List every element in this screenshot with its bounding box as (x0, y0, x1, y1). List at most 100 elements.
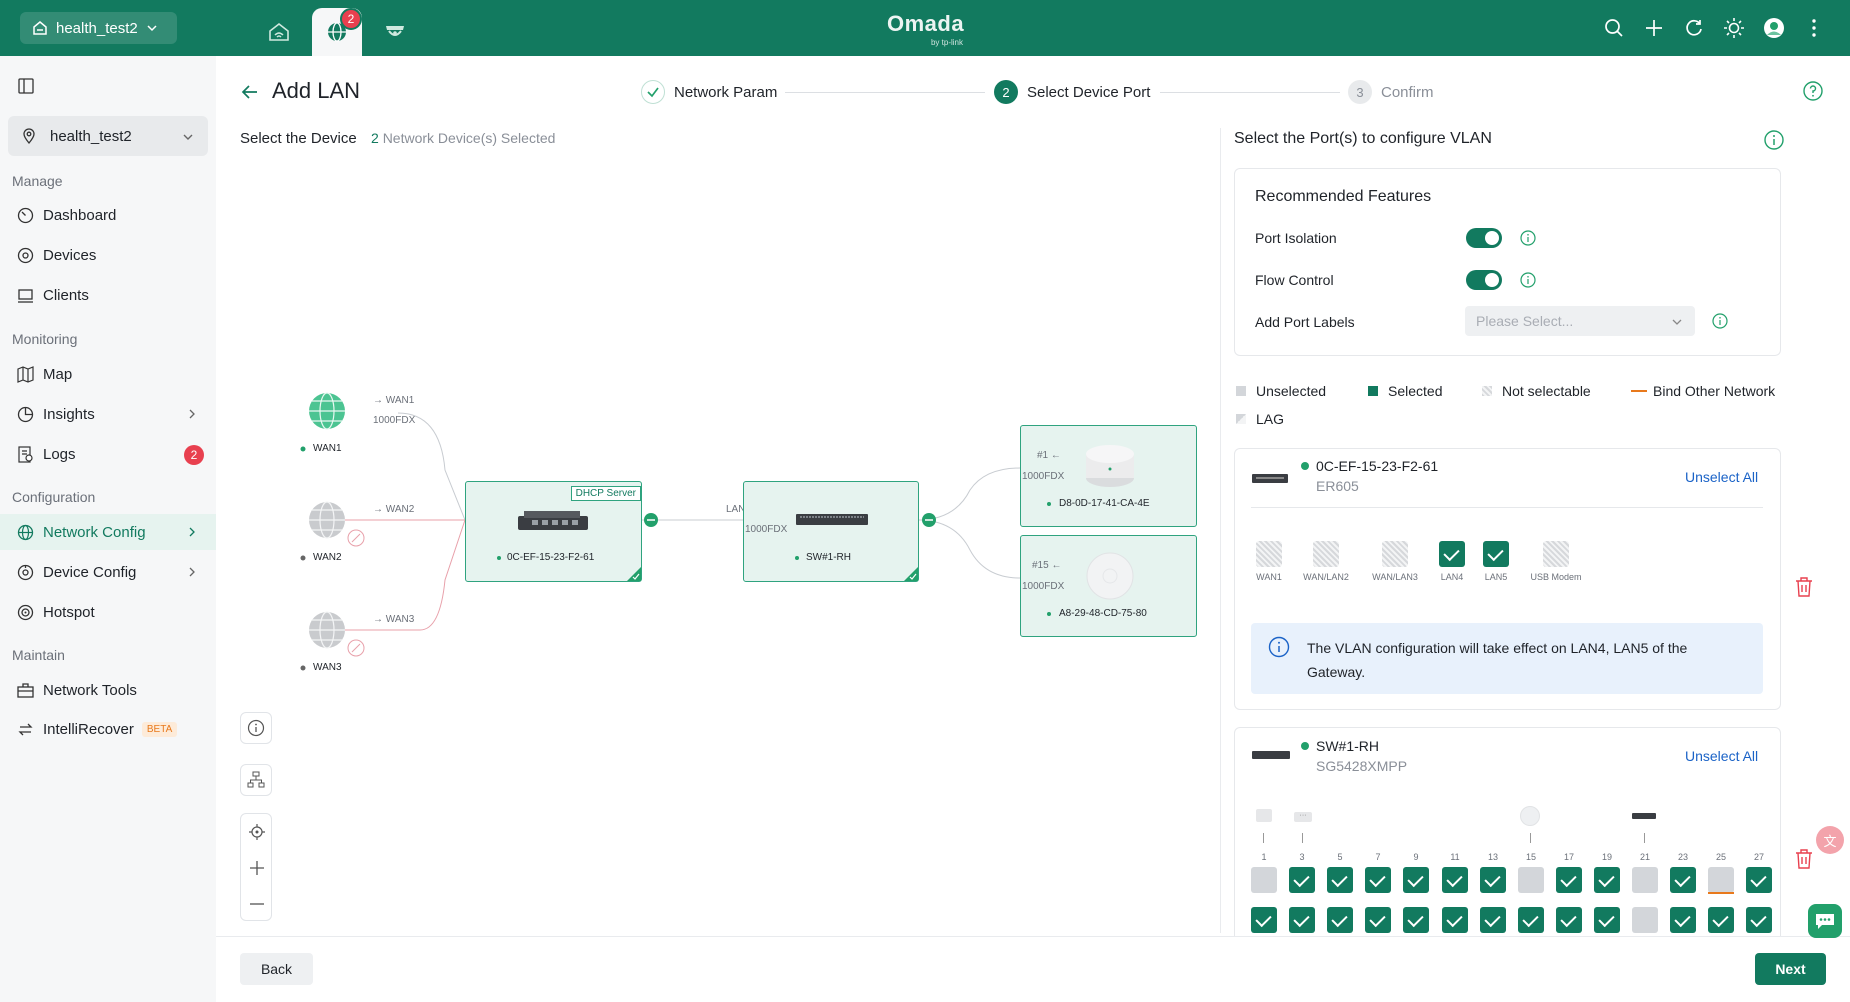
sidebar-item-dashboard[interactable]: Dashboard (0, 197, 216, 233)
add-icon[interactable] (1642, 16, 1666, 40)
zoom-in-icon[interactable] (248, 859, 266, 881)
sidebar-item-clients[interactable]: Clients (0, 277, 216, 313)
search-icon[interactable] (1602, 16, 1626, 40)
gateway-port-lan4[interactable] (1439, 541, 1465, 567)
info-icon[interactable] (1764, 130, 1784, 150)
theme-icon[interactable] (1722, 16, 1746, 40)
refresh-icon[interactable] (1682, 16, 1706, 40)
port-labels-select[interactable]: Please Select... (1465, 306, 1695, 336)
help-icon[interactable] (1803, 81, 1823, 101)
select-placeholder: Please Select... (1476, 313, 1574, 329)
switch-port-even[interactable] (1251, 907, 1277, 933)
switch-port-even[interactable] (1403, 907, 1429, 933)
switch-port-even[interactable] (1708, 907, 1734, 933)
switch-node[interactable]: 1000FDX SW#1-RH (743, 481, 919, 582)
ap-node-1[interactable]: #1 ← 1000FDX D8-0D-17-41-CA-4E (1020, 425, 1197, 527)
translate-icon[interactable]: 文 (1816, 826, 1844, 854)
info-icon[interactable] (1520, 230, 1536, 246)
site-selector[interactable]: health_test2 (20, 12, 177, 44)
connected-switch-icon (1632, 813, 1656, 819)
switch-port-odd[interactable] (1480, 867, 1506, 893)
tab-surveillance[interactable] (370, 8, 420, 56)
port-isolation-label: Port Isolation (1255, 230, 1337, 246)
more-icon[interactable] (1802, 16, 1826, 40)
sidebar-item-label: Network Config (43, 523, 146, 541)
sidebar-toggle-icon[interactable] (18, 78, 34, 94)
sidebar-item-hotspot[interactable]: Hotspot (0, 594, 216, 630)
chat-icon[interactable] (1808, 904, 1842, 938)
gateway-node[interactable]: DHCP Server 0C-EF-15-23-F2-61 (465, 481, 642, 582)
link-speed-label: 1000FDX (745, 524, 788, 535)
sidebar-item-insights[interactable]: Insights (0, 396, 216, 432)
switch-port-even[interactable] (1480, 907, 1506, 933)
legend-swatch (1236, 414, 1246, 424)
switch-port-odd[interactable] (1289, 867, 1315, 893)
switch-port-odd[interactable] (1556, 867, 1582, 893)
chevron-right-icon (188, 525, 196, 542)
back-button[interactable]: Back (240, 953, 313, 985)
info-icon (247, 719, 265, 737)
switch-port-odd[interactable] (1594, 867, 1620, 893)
switch-port-odd[interactable] (1251, 867, 1277, 893)
switch-port-odd[interactable] (1403, 867, 1429, 893)
gateway-port-lan5[interactable] (1483, 541, 1509, 567)
sidebar-item-label: Map (43, 365, 73, 383)
unselect-all-link[interactable]: Unselect All (1685, 748, 1759, 764)
sidebar-item-network-config[interactable]: Network Config (0, 514, 216, 550)
unselect-all-link[interactable]: Unselect All (1685, 469, 1759, 485)
sidebar-item-map[interactable]: Map (0, 356, 216, 392)
info-icon[interactable] (1520, 272, 1536, 288)
ap1-name: D8-0D-17-41-CA-4E (1059, 498, 1150, 509)
divider (1251, 507, 1763, 508)
delete-icon[interactable] (1795, 849, 1813, 869)
locate-icon[interactable] (248, 823, 266, 845)
switch-port-odd[interactable] (1365, 867, 1391, 893)
sidebar-item-logs[interactable]: Logs 2 (0, 436, 216, 472)
switch-port-even[interactable] (1746, 907, 1772, 933)
ap2-name: A8-29-48-CD-75-80 (1059, 608, 1147, 619)
sidebar-item-device-config[interactable]: Device Config (0, 554, 216, 590)
gateway-name: 0C-EF-15-23-F2-61 (507, 552, 595, 563)
switch-port-even[interactable] (1556, 907, 1582, 933)
switch-port-even[interactable] (1594, 907, 1620, 933)
sidebar-item-devices[interactable]: Devices (0, 237, 216, 273)
switch-port-even[interactable] (1518, 907, 1544, 933)
switch-port-odd[interactable] (1518, 867, 1544, 893)
sidebar-item-intellirecover[interactable]: IntelliRecover BETA (0, 711, 216, 747)
account-icon[interactable] (1762, 16, 1786, 40)
step-connector (1160, 92, 1340, 93)
switch-port-even[interactable] (1442, 907, 1468, 933)
switch-port-odd[interactable] (1327, 867, 1353, 893)
switch-port-odd[interactable] (1670, 867, 1696, 893)
switch-port-odd[interactable] (1708, 867, 1734, 893)
switch-port-even[interactable] (1670, 907, 1696, 933)
switch-port-odd[interactable] (1746, 867, 1772, 893)
dashboard-icon (16, 206, 34, 224)
device-config-icon (16, 563, 34, 581)
sidebar-item-network-tools[interactable]: Network Tools (0, 672, 216, 708)
ceiling-ap-icon (1086, 552, 1134, 600)
chevron-right-icon (188, 407, 196, 424)
zoom-out-icon[interactable] (248, 895, 266, 917)
switch-port-odd[interactable] (1442, 867, 1468, 893)
switch-port-odd[interactable] (1632, 867, 1658, 893)
port-isolation-toggle[interactable] (1466, 228, 1502, 248)
info-button[interactable] (240, 712, 272, 744)
info-icon[interactable] (1712, 313, 1728, 329)
topology-layout-button[interactable] (240, 764, 272, 796)
delete-icon[interactable] (1795, 577, 1813, 597)
ap-node-2[interactable]: #15 ← 1000FDX A8-29-48-CD-75-80 (1020, 535, 1197, 637)
back-arrow-icon[interactable] (240, 82, 260, 102)
switch-port-even[interactable] (1632, 907, 1658, 933)
globe-icon (328, 22, 346, 42)
sidebar-item-label: IntelliRecover (43, 720, 134, 738)
switch-port-even[interactable] (1365, 907, 1391, 933)
connected-device-icon (1256, 809, 1272, 822)
sidebar-site-selector[interactable]: health_test2 (8, 116, 208, 156)
flow-control-toggle[interactable] (1466, 270, 1502, 290)
tab-wireless[interactable] (254, 8, 304, 56)
step-label: Network Param (674, 83, 778, 101)
next-button[interactable]: Next (1755, 953, 1826, 985)
switch-port-even[interactable] (1289, 907, 1315, 933)
switch-port-even[interactable] (1327, 907, 1353, 933)
